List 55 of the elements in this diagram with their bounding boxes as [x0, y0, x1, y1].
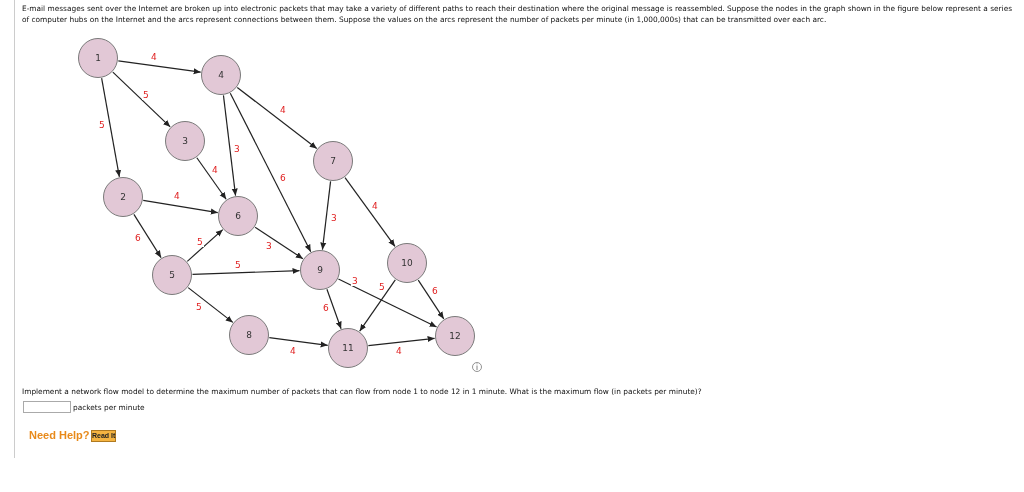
arrow [229, 92, 312, 253]
edge-label: 6 [134, 233, 142, 243]
edge-label: 6 [279, 173, 287, 183]
hub-node: 6 [218, 196, 258, 236]
edge-label: 5 [142, 90, 150, 100]
edge-label: 6 [322, 303, 330, 313]
arrow [196, 157, 227, 200]
hub-node: 7 [313, 141, 353, 181]
arrow [326, 288, 342, 330]
arrow [187, 287, 234, 323]
arrow [254, 226, 304, 260]
edge-label: 4 [395, 346, 403, 356]
arrow [417, 279, 445, 320]
help-heading: Need Help? [29, 430, 90, 441]
edge-label: 6 [431, 286, 439, 296]
arrow [117, 60, 202, 75]
arrow [359, 279, 396, 332]
arrow [268, 337, 329, 348]
arrow [142, 199, 219, 215]
hub-node: 4 [201, 55, 241, 95]
arrow [236, 86, 318, 150]
hub-node: 2 [103, 177, 143, 217]
arrow [186, 229, 224, 262]
hub-node: 8 [229, 315, 269, 355]
hub-node: 10 [387, 243, 427, 283]
edge-label: 5 [98, 120, 106, 130]
arrow [133, 213, 162, 259]
arrow [337, 278, 438, 328]
arrow [112, 71, 171, 128]
edge-label: 5 [195, 302, 203, 312]
arrow [191, 267, 301, 275]
hub-node: 1 [78, 38, 118, 78]
edge-label: 4 [173, 191, 181, 201]
arrow [320, 180, 332, 251]
edge-label: 3 [265, 241, 273, 251]
edge-label: 3 [330, 213, 338, 223]
edge-label: 3 [233, 144, 241, 154]
hub-node: 3 [165, 121, 205, 161]
edge-label: 5 [196, 237, 204, 247]
hub-node: 9 [300, 250, 340, 290]
edge-label: 5 [234, 260, 242, 270]
edge-label: 4 [289, 346, 297, 356]
edge-label: 4 [371, 201, 379, 211]
edge-label: 5 [378, 282, 386, 292]
arrow [101, 77, 122, 178]
edge-label: 4 [211, 165, 219, 175]
arrow [344, 177, 396, 247]
edge-label: 3 [351, 276, 359, 286]
hub-node: 12 [435, 316, 475, 356]
hub-node: 11 [328, 328, 368, 368]
arrow [222, 94, 238, 197]
edge-label: 4 [150, 52, 158, 62]
edge-label: 4 [279, 105, 287, 115]
hub-node: 5 [152, 255, 192, 295]
arrow [367, 336, 436, 347]
